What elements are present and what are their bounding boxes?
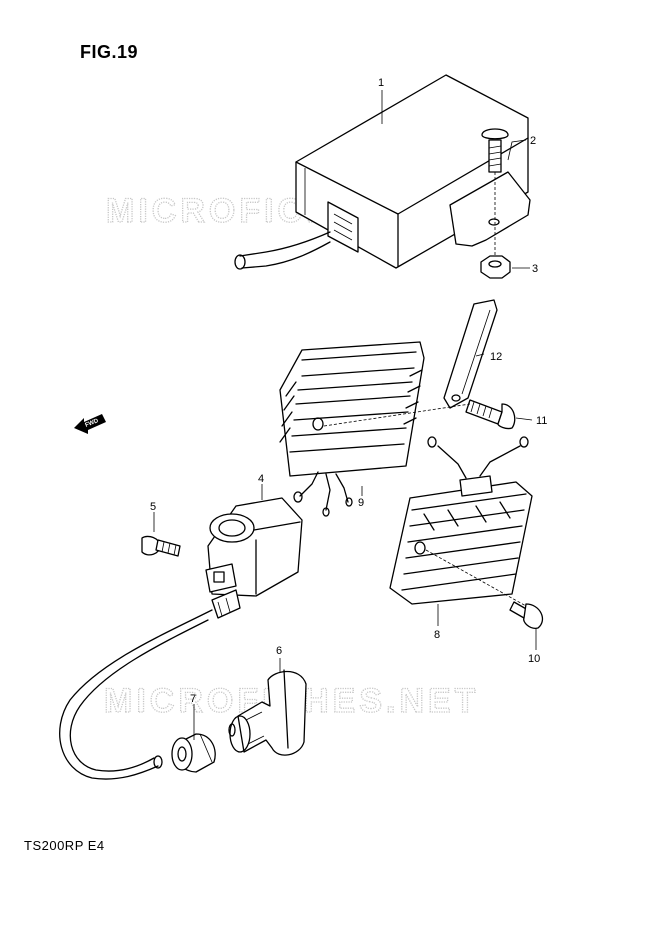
ignition-coil-part-4 bbox=[205, 497, 303, 619]
nut-part-3 bbox=[480, 255, 511, 279]
callout-6: 6 bbox=[276, 645, 282, 657]
callout-numbers: 1 2 3 4 5 6 7 8 9 10 11 12 bbox=[150, 77, 547, 705]
model-code: TS200RP E4 bbox=[24, 838, 105, 853]
leader-lines bbox=[153, 90, 537, 740]
callout-11: 11 bbox=[536, 415, 547, 427]
figure-title: FIG.19 bbox=[80, 42, 139, 62]
regulator-part-9 bbox=[279, 341, 471, 517]
fwd-direction-marker: FWD bbox=[74, 414, 106, 434]
high-tension-lead bbox=[59, 609, 213, 780]
regulator-part-8 bbox=[389, 436, 533, 607]
callout-1: 1 bbox=[378, 77, 384, 89]
screw-part-10 bbox=[509, 601, 543, 629]
bolt-part-5 bbox=[141, 535, 181, 557]
screw-part-2 bbox=[481, 128, 509, 262]
cdi-unit bbox=[234, 74, 531, 270]
callout-8: 8 bbox=[434, 629, 440, 641]
fwd-text: FWD bbox=[84, 418, 100, 429]
callout-4: 4 bbox=[258, 473, 264, 485]
callout-12: 12 bbox=[490, 351, 502, 363]
callout-9: 9 bbox=[358, 497, 364, 509]
plug-cap-part-6 bbox=[228, 669, 307, 756]
grommet-part-7 bbox=[171, 733, 216, 773]
callout-10: 10 bbox=[528, 653, 540, 665]
callout-3: 3 bbox=[532, 263, 538, 275]
bolt-part-11 bbox=[465, 399, 516, 430]
bracket-part-12 bbox=[443, 299, 498, 409]
callout-7: 7 bbox=[190, 693, 196, 705]
callout-5: 5 bbox=[150, 501, 156, 513]
callout-2: 2 bbox=[530, 135, 536, 147]
